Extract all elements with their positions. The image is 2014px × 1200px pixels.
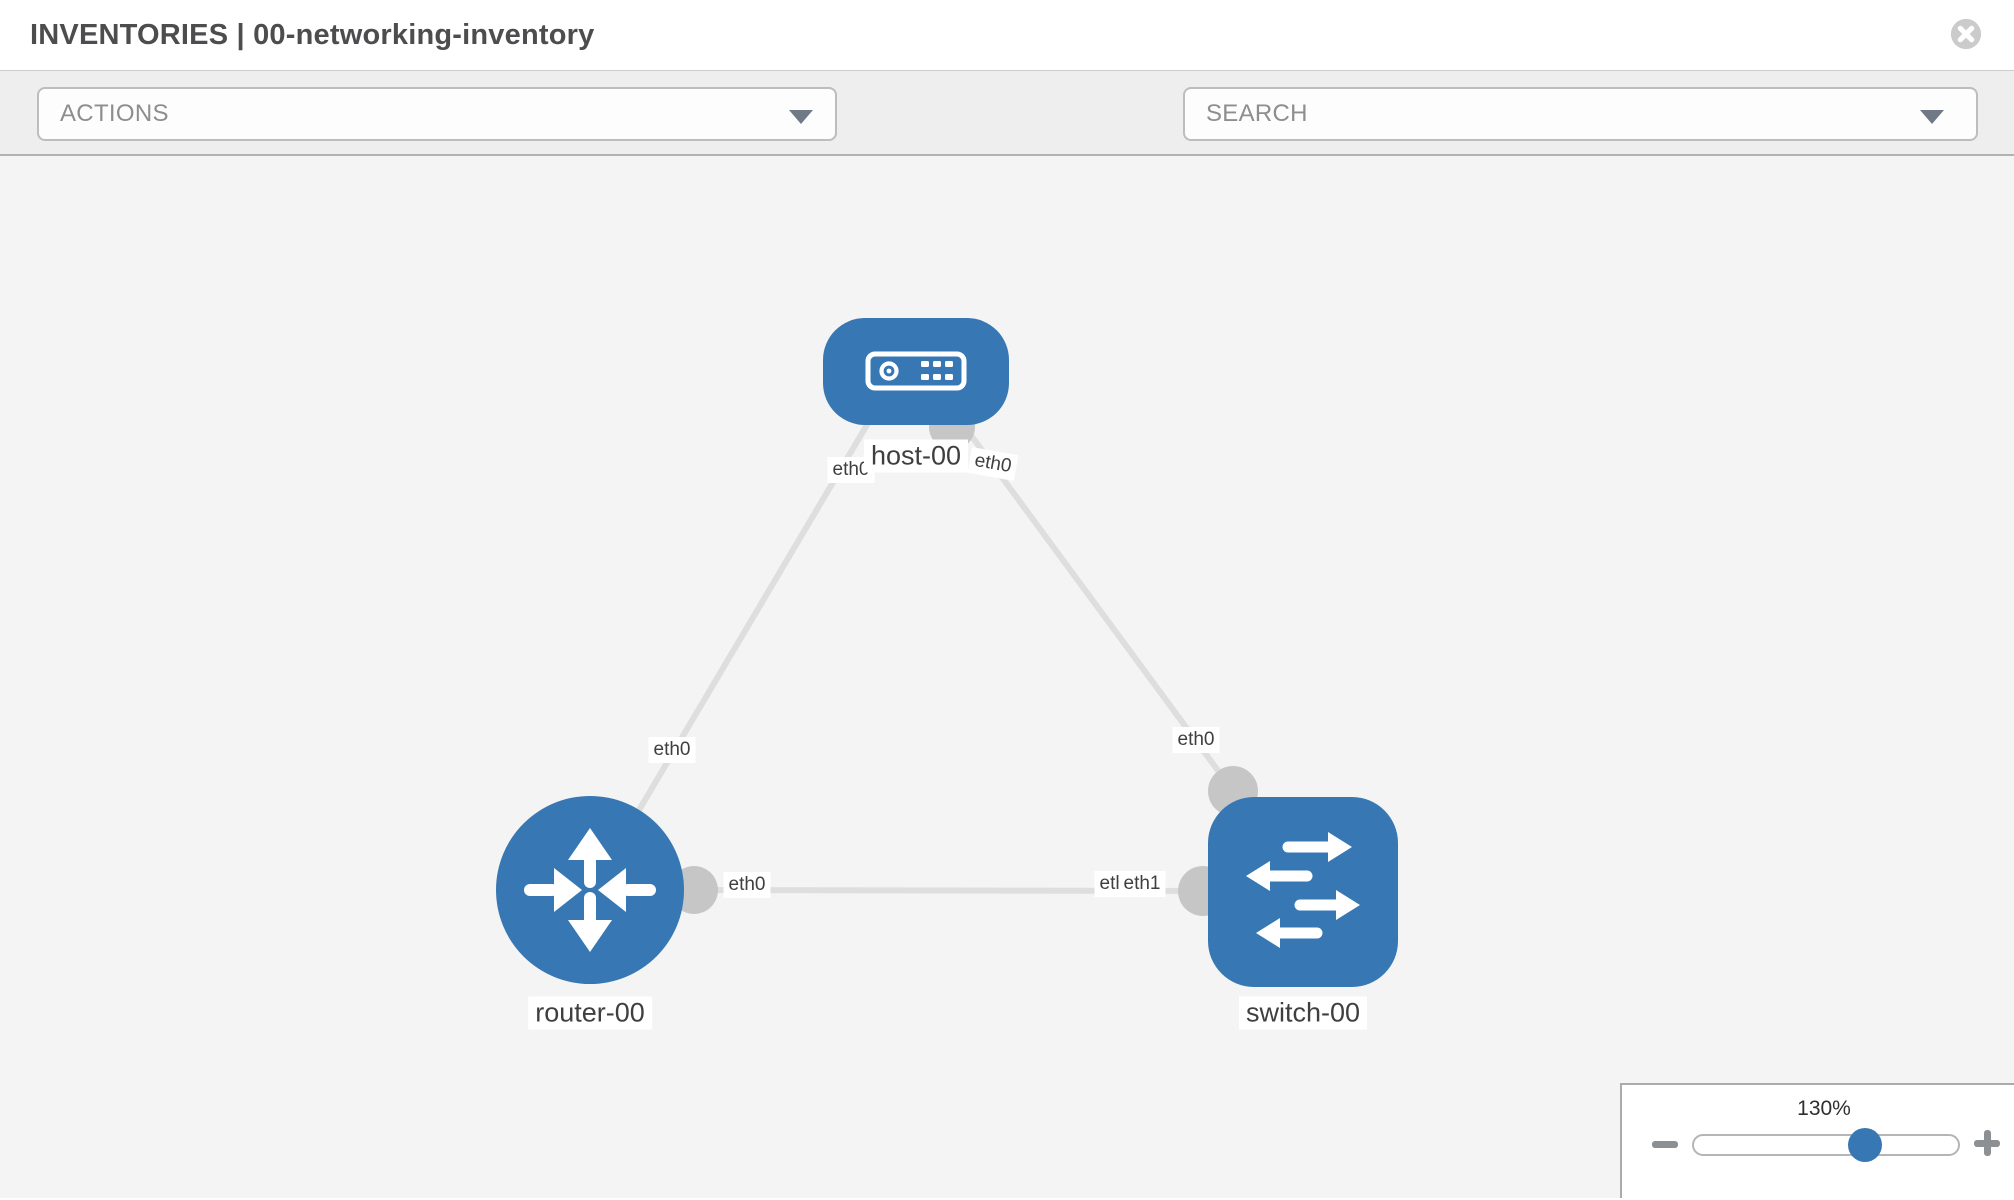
node-switch[interactable] — [1208, 797, 1398, 987]
page-title: INVENTORIES | 00-networking-inventory — [30, 19, 595, 51]
topology-graph — [496, 318, 1398, 987]
interface-label-switch-lan: eth1 — [1118, 871, 1166, 897]
topology-canvas[interactable]: eth0 host-00 eth0 eth0 eth0 eth0 eth0 et… — [0, 156, 2014, 1198]
zoom-out-button[interactable] — [1650, 1129, 1680, 1159]
close-icon[interactable] — [1949, 17, 1983, 51]
node-label-host: host-00 — [863, 439, 969, 473]
router-icon — [524, 828, 656, 952]
actions-dropdown[interactable]: ACTIONS — [37, 87, 837, 141]
node-label-switch: switch-00 — [1238, 996, 1368, 1030]
zoom-slider-thumb[interactable] — [1848, 1128, 1882, 1162]
zoom-level-value: 130% — [1797, 1097, 1851, 1120]
zoom-slider-track[interactable] — [1692, 1134, 1960, 1156]
search-input[interactable] — [1185, 100, 1976, 128]
interface-label-router-uplink: eth0 — [648, 737, 696, 763]
interface-label-switch-uplink: eth0 — [1172, 727, 1220, 753]
node-router[interactable] — [496, 796, 684, 984]
host-icon — [865, 351, 967, 391]
chevron-down-icon — [789, 110, 813, 124]
zoom-in-button[interactable] — [1972, 1128, 2002, 1158]
zoom-control-panel: 130% — [1620, 1083, 2014, 1198]
minus-icon — [1652, 1141, 1678, 1148]
actions-dropdown-label: ACTIONS — [60, 100, 169, 127]
interface-label-router-lan: eth0 — [723, 872, 771, 898]
header: INVENTORIES | 00-networking-inventory — [0, 0, 2014, 71]
search-dropdown[interactable] — [1183, 87, 1978, 141]
chevron-down-icon — [1920, 110, 1944, 124]
switch-icon — [1246, 832, 1360, 948]
node-label-router: router-00 — [528, 996, 652, 1030]
toolbar: ACTIONS — [0, 71, 2014, 205]
node-host[interactable] — [823, 318, 1009, 425]
